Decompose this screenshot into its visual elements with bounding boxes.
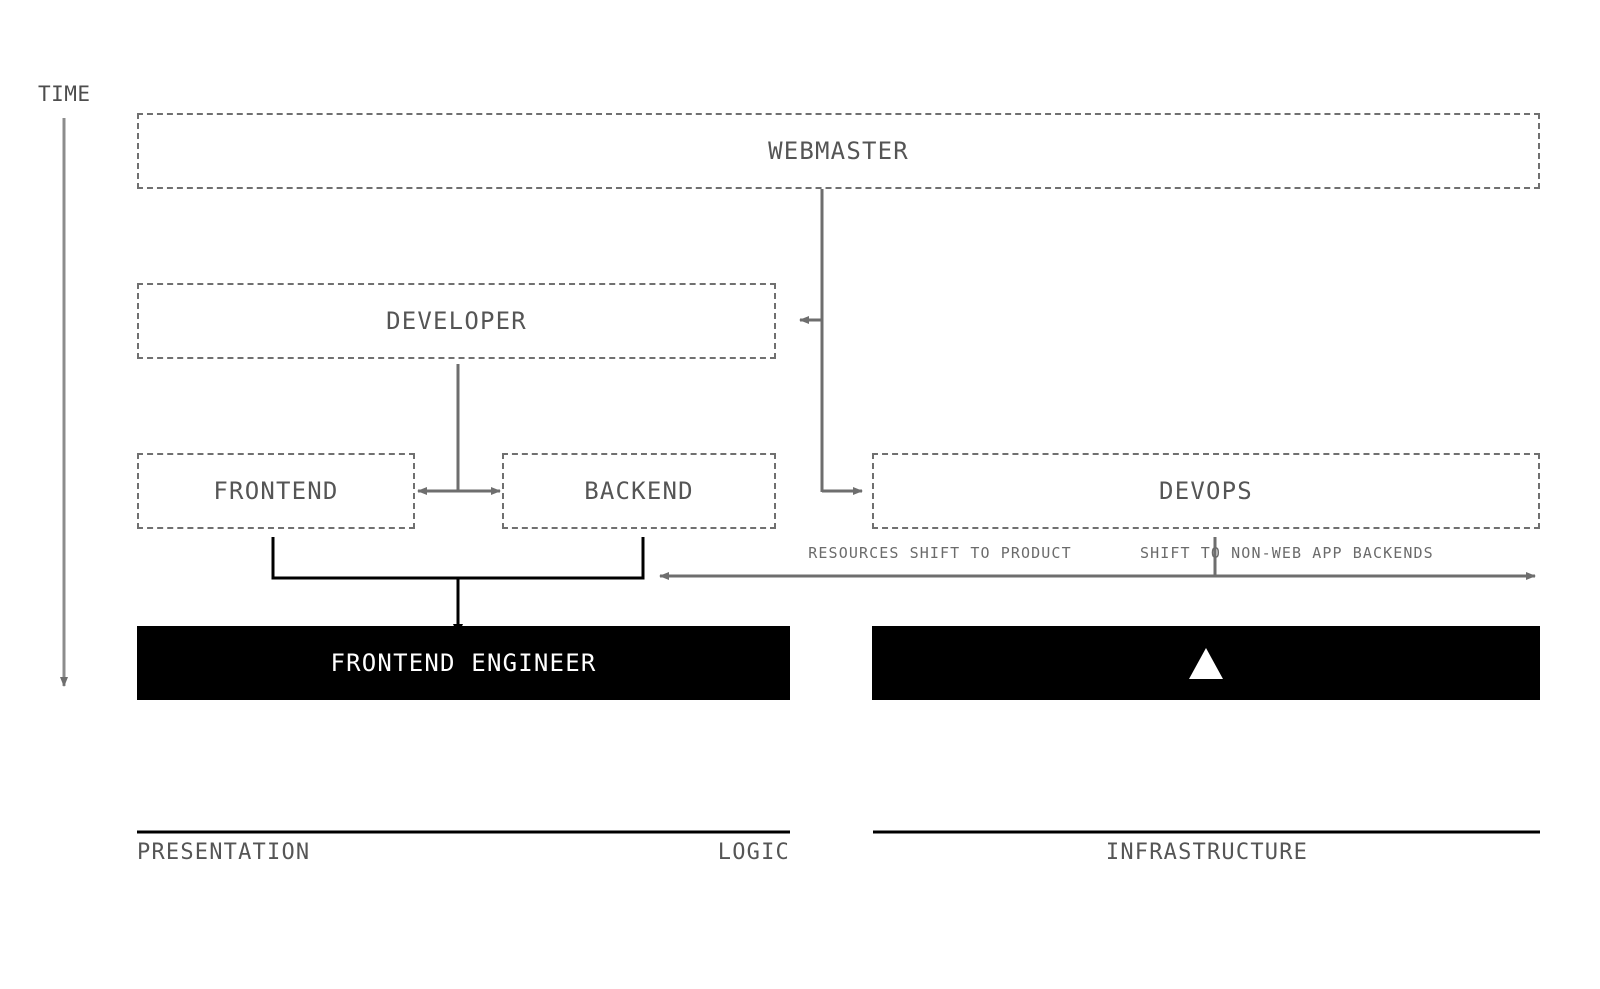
outcome-box-devops-engineer[interactable] (872, 626, 1540, 700)
role-label-webmaster: WEBMASTER (768, 137, 909, 165)
column-label-logic: LOGIC (717, 840, 790, 865)
developer-split-connector (417, 364, 501, 495)
role-label-devops: DEVOPS (1159, 477, 1253, 505)
time-axis-label: TIME (38, 82, 91, 106)
webmaster-split-connector (799, 189, 863, 495)
role-box-backend[interactable]: BACKEND (502, 453, 776, 529)
role-box-devops[interactable]: DEVOPS (872, 453, 1540, 529)
role-label-developer: DEVELOPER (386, 307, 527, 335)
role-label-backend: BACKEND (584, 477, 694, 505)
resources-shift-arrow (659, 537, 1217, 580)
flow-label-resources-shift: RESOURCES SHIFT TO PRODUCT (808, 544, 1072, 562)
column-label-infrastructure: INFRASTRUCTURE (1105, 840, 1309, 865)
triangle-up-icon (1189, 647, 1223, 679)
column-label-presentation: PRESENTATION (137, 840, 311, 865)
frontend-engineer-merge-connector (271, 537, 645, 635)
outcome-label-frontend-engineer: FRONTEND ENGINEER (330, 649, 597, 677)
role-label-frontend: FRONTEND (213, 477, 339, 505)
role-box-frontend[interactable]: FRONTEND (137, 453, 415, 529)
outcome-box-frontend-engineer[interactable]: FRONTEND ENGINEER (137, 626, 790, 700)
role-box-webmaster[interactable]: WEBMASTER (137, 113, 1540, 189)
role-box-developer[interactable]: DEVELOPER (137, 283, 776, 359)
flow-label-non-web-shift: SHIFT TO NON-WEB APP BACKENDS (1140, 544, 1434, 562)
